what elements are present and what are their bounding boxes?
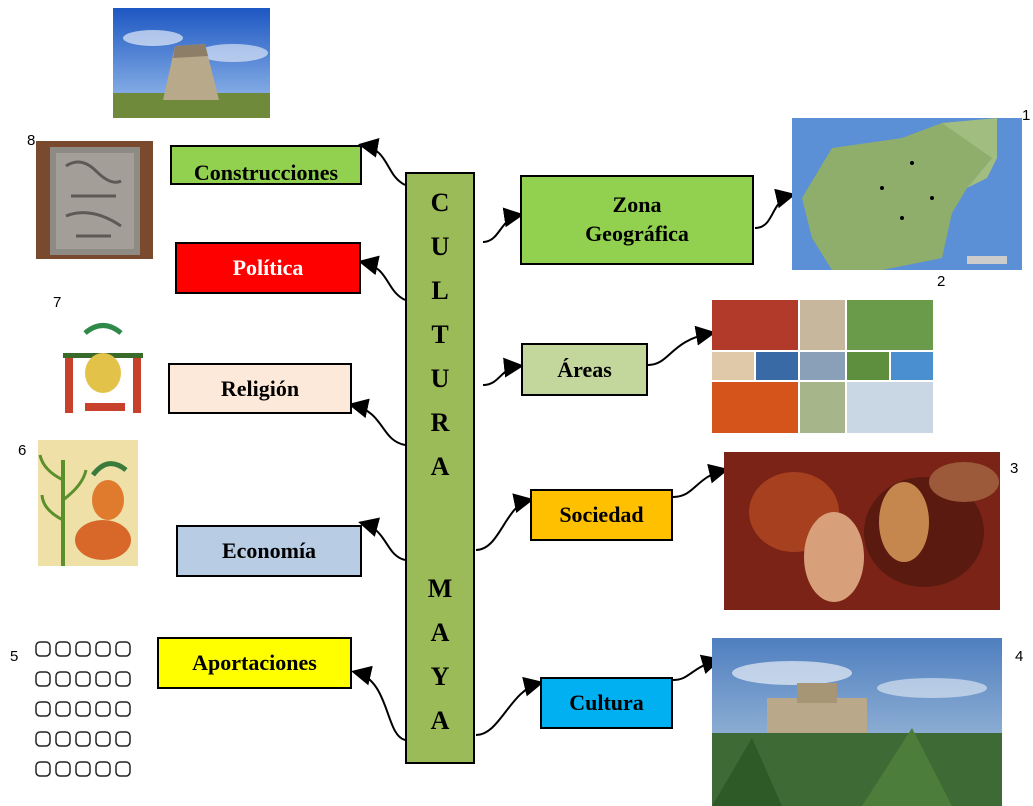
politica-label: Política bbox=[232, 255, 304, 280]
column-letter: U bbox=[430, 232, 450, 261]
pyramid-photo bbox=[113, 8, 270, 118]
picture-number-2: 2 bbox=[937, 273, 946, 290]
cultura-box: Cultura bbox=[540, 677, 673, 729]
picture-number-8: 8 bbox=[27, 132, 36, 149]
column-letter: A bbox=[430, 452, 450, 481]
construcciones-box: Construcciones bbox=[170, 145, 362, 185]
picture-number-1: 1 bbox=[1022, 107, 1031, 124]
aportaciones-label: Aportaciones bbox=[192, 650, 317, 675]
maya-mural bbox=[724, 452, 1000, 610]
zona-geografica-box: Zona Geográfica bbox=[520, 175, 754, 265]
areas-label: Áreas bbox=[557, 356, 612, 382]
cultura-label: Cultura bbox=[569, 690, 644, 715]
cultura-maya-column: C U L T U R A M A Y A bbox=[405, 172, 475, 764]
picture-number-6: 6 bbox=[18, 442, 27, 459]
column-letter: T bbox=[431, 320, 449, 349]
column-letter: L bbox=[431, 276, 449, 305]
sociedad-box: Sociedad bbox=[530, 489, 673, 541]
zona-geografica-label: Zona Geográfica bbox=[585, 192, 689, 246]
picture-number-3: 3 bbox=[1010, 460, 1019, 477]
column-letter: U bbox=[430, 364, 450, 393]
economia-label: Economía bbox=[221, 538, 317, 563]
religion-label: Religión bbox=[220, 375, 300, 401]
economia-box: Economía bbox=[176, 525, 362, 577]
picture-number-4: 4 bbox=[1015, 648, 1024, 665]
column-letter: A bbox=[430, 618, 450, 647]
aportaciones-box: Aportaciones bbox=[157, 637, 352, 689]
politica-box: Política bbox=[175, 242, 361, 294]
maize-god-painting bbox=[38, 440, 138, 566]
column-letter: M bbox=[427, 574, 453, 603]
religion-box: Religión bbox=[168, 363, 352, 414]
maya-glyphs bbox=[32, 638, 140, 790]
maya-ruler-drawing bbox=[55, 318, 152, 420]
construcciones-label: Construcciones bbox=[193, 160, 339, 185]
column-letter: A bbox=[430, 706, 450, 735]
column-letter: Y bbox=[430, 662, 450, 691]
column-letter: R bbox=[430, 408, 450, 437]
maya-map bbox=[792, 118, 1022, 270]
carved-stele bbox=[36, 141, 153, 259]
column-letter: C bbox=[430, 188, 450, 217]
tulum-ruins bbox=[712, 638, 1002, 806]
picture-number-5: 5 bbox=[10, 648, 19, 665]
sociedad-label: Sociedad bbox=[559, 502, 644, 527]
areas-box: Áreas bbox=[521, 343, 648, 396]
picture-number-7: 7 bbox=[53, 294, 62, 311]
sports-collage bbox=[712, 300, 933, 433]
